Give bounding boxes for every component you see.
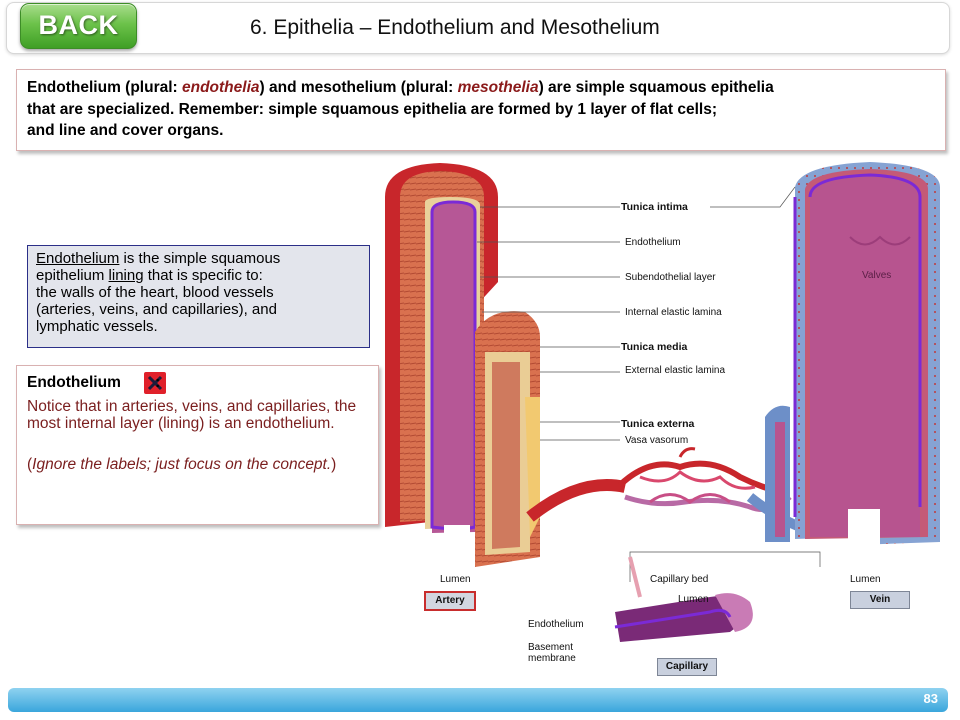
intro-term-endothelia: endothelia (182, 79, 260, 96)
tag-capillary: Capillary (657, 658, 717, 676)
vein-drawing (765, 162, 940, 547)
definition-text: epithelium (36, 267, 109, 284)
label-tunica-externa: Tunica externa (621, 418, 695, 430)
capillary-bed-drawing (526, 447, 802, 532)
endothelium-note-box: Endothelium : Notice that in arteries, v… (16, 365, 379, 525)
footer-bar: 83 (8, 688, 948, 712)
definition-box: Endothelium is the simple squamous epith… (27, 245, 370, 348)
intro-line-2: that are specialized. Remember: simple s… (27, 100, 717, 118)
label-endothelium-capillary: Endothelium (528, 619, 584, 630)
endothelium-heading-colon: : (155, 374, 161, 391)
paren-close: ) (331, 456, 337, 473)
endothelium-note-text: Notice that in arteries, veins, and capi… (27, 398, 357, 432)
label-external-elastic: External elastic lamina (625, 365, 726, 376)
definition-text: (arteries, veins, and capillaries), and (36, 301, 277, 318)
page-title: 6. Epithelia – Endothelium and Mesotheli… (250, 16, 660, 39)
intro-text: Endothelium (plural: (27, 79, 182, 96)
label-tunica-media: Tunica media (621, 341, 688, 353)
ignore-text: Ignore the labels; just focus on the con… (32, 456, 332, 473)
endothelium-note-ignore: (Ignore the labels; just focus on the co… (27, 456, 368, 473)
intro-line-3: and line and cover organs. (27, 122, 224, 139)
label-membrane: membrane (528, 653, 576, 664)
label-valves: Valves (862, 270, 892, 281)
label-vasa-vasorum: Vasa vasorum (625, 435, 689, 446)
capillary-drawing (614, 556, 753, 642)
label-lumen-vein: Lumen (850, 574, 881, 585)
tag-artery: Artery (424, 591, 476, 611)
intro-line-1: Endothelium (plural: endothelia) and mes… (27, 77, 935, 99)
label-internal-elastic: Internal elastic lamina (625, 307, 722, 318)
definition-text: the walls of the heart, blood vessels (36, 284, 274, 301)
intro-text: ) are simple squamous epithelia (538, 79, 774, 96)
label-endothelium: Endothelium (625, 237, 681, 248)
page-number: 83 (923, 691, 938, 706)
artery-drawing (385, 163, 540, 567)
definition-text: lymphatic vessels. (36, 318, 158, 335)
label-lumen-capillary: Lumen (678, 594, 709, 605)
label-tunica-intima: Tunica intima (621, 201, 688, 213)
leader-lines (477, 186, 821, 582)
blood-vessel-figure: Tunica intima Endothelium Subendothelial… (380, 157, 945, 685)
paren-open: ( (27, 456, 33, 473)
label-basement: Basement (528, 642, 574, 653)
intro-box: Endothelium (plural: endothelia) and mes… (16, 69, 946, 151)
label-capillary-bed: Capillary bed (650, 574, 709, 585)
label-lumen-artery: Lumen (440, 574, 471, 585)
tag-vein: Vein (850, 591, 910, 609)
header-bar (6, 2, 950, 54)
back-button[interactable]: BACK (20, 3, 137, 49)
definition-lining: lining (108, 267, 144, 284)
definition-text: is the simple squamous (119, 250, 281, 267)
definition-term: Endothelium (36, 250, 120, 267)
red-x-icon (144, 372, 166, 394)
label-subendothelial: Subendothelial layer (625, 272, 716, 283)
endothelium-heading: Endothelium : (27, 372, 166, 394)
endothelium-heading-text: Endothelium (27, 374, 121, 391)
definition-text: that is specific to: (143, 267, 263, 284)
intro-term-mesothelia: mesothelia (457, 79, 539, 96)
vessel-illustration (385, 162, 940, 642)
intro-text: ) and mesothelium (plural: (259, 79, 458, 96)
